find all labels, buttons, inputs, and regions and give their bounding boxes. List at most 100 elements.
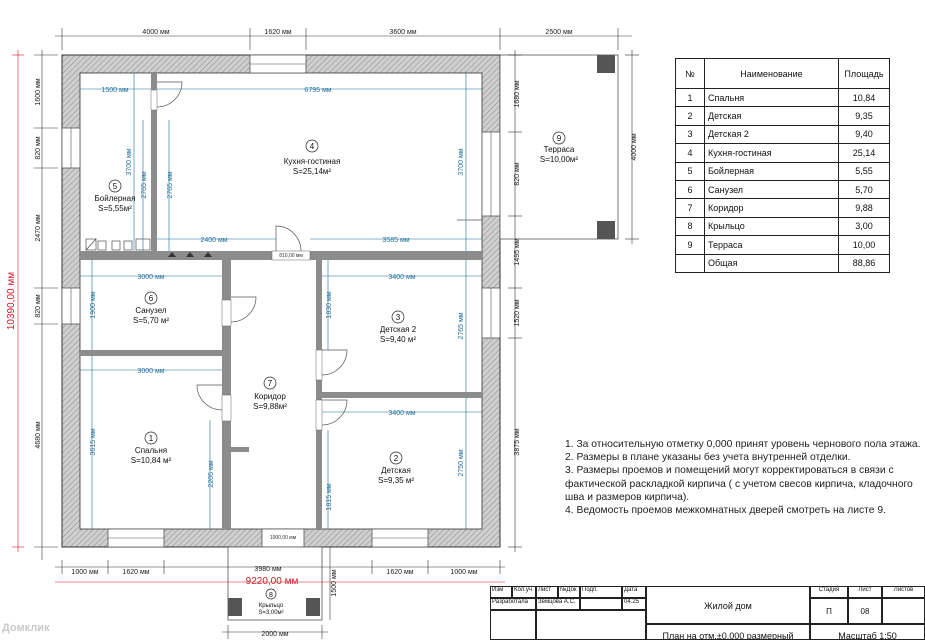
- dim-bottom-4: 1620 мм: [386, 569, 413, 576]
- dim-right-1: 1680 мм: [514, 80, 521, 107]
- room-children2: 3 Детская 2 S=9,40 м²: [380, 310, 417, 344]
- stamp-developer-label: Разработала: [490, 598, 536, 610]
- table-header-row: № Наименование Площадь: [675, 58, 890, 89]
- stamp-title: Жилой дом: [646, 586, 810, 624]
- dim-bottom-5: 1000 мм: [450, 569, 477, 576]
- room-kitchen-name: Кухня-гостиная: [284, 157, 341, 166]
- room-children2-area: S=9,40 м²: [380, 335, 416, 344]
- dim-bottom-2: 1620 мм: [122, 569, 149, 576]
- table-header-area: Площадь: [838, 58, 890, 89]
- dim-top-1: 4000 мм: [142, 29, 169, 36]
- dim-bottom-1: 1000 мм: [71, 569, 98, 576]
- watermark: Домклик: [2, 622, 50, 634]
- stamp-subtitle: План на отм.±0,000 размерный: [646, 624, 810, 640]
- inner-dimension-lines: [80, 73, 482, 529]
- room-corridor-area: S=9,88м²: [253, 402, 287, 411]
- dim-1815: 1815 мм: [326, 483, 333, 510]
- terrace: [499, 54, 619, 240]
- dim-2400: 2400 мм: [200, 237, 227, 244]
- room-kitchen-area: S=25,14м²: [293, 167, 332, 176]
- svg-text:7: 7: [268, 379, 273, 388]
- dim-left-4: 820 мм: [35, 294, 42, 317]
- note-1: 1. За относительную отметку 0,000 принят…: [565, 439, 921, 450]
- room-boiler-area: S=5,55м²: [98, 204, 132, 213]
- stamp-date: 04.25: [622, 598, 646, 610]
- note-3: 3. Размеры проемов и помещений могут кор…: [565, 465, 913, 503]
- dim-right-4: 1520 мм: [514, 299, 521, 326]
- room-bathroom-name: Санузел: [135, 306, 166, 315]
- note-4: 4. Ведомость проемов межкомнатных дверей…: [565, 505, 886, 517]
- porch-side-label: 1500 мм: [331, 569, 338, 596]
- dim-3400a: 3400 мм: [388, 274, 415, 281]
- room-porch-name: Крыльцо: [259, 603, 284, 609]
- room-bathroom: 6 Санузел S=5,70 м²: [133, 291, 169, 325]
- room-porch-area: S=3,00м²: [258, 610, 283, 616]
- dim-2765a: 2765 мм: [141, 171, 148, 198]
- svg-text:8: 8: [269, 592, 273, 599]
- dim-2765b: 2765 мм: [167, 171, 174, 198]
- dim-left-3: 2470 мм: [35, 214, 42, 241]
- dim-top-3: 3600 мм: [389, 29, 416, 36]
- room-terrace-area: S=10,00м²: [540, 155, 579, 164]
- terrace-height-label: 4000 мм: [631, 133, 638, 160]
- room-terrace: 9 Терраса S=10,00м²: [540, 131, 579, 164]
- room-children-area: S=9,35 м²: [378, 476, 414, 485]
- svg-text:1: 1: [149, 434, 154, 443]
- dim-2750: 2750 мм: [458, 449, 465, 476]
- room-corridor: 7 Коридор S=9,88м²: [253, 376, 287, 411]
- dim-1900: 1900 мм: [90, 291, 97, 318]
- dim-left-5: 4680 мм: [35, 421, 42, 448]
- svg-text:2: 2: [394, 454, 399, 463]
- stamp-stage: П: [810, 598, 848, 624]
- dim-3000b: 3000 мм: [137, 368, 164, 375]
- room-boiler: 5 Бойлерная S=5,55м²: [95, 179, 136, 213]
- porch-width-label: 2000 мм: [261, 631, 288, 638]
- outer-walls: [61, 54, 501, 548]
- dim-top-2: 1620 мм: [264, 29, 291, 36]
- room-bathroom-area: S=5,70 м²: [133, 316, 169, 325]
- room-porch: 8 Крыльцо S=3,00м²: [258, 588, 284, 616]
- dim-3700a: 3700 мм: [126, 148, 133, 175]
- room-children2-name: Детская 2: [380, 325, 417, 334]
- room-terrace-name: Терраса: [544, 145, 575, 154]
- dim-3400b: 3400 мм: [388, 410, 415, 417]
- dim-right-5: 3875 мм: [514, 428, 521, 455]
- dim-right-3: 1495 мм: [514, 238, 521, 265]
- outer-dimension-lines: [12, 28, 639, 639]
- room-boiler-name: Бойлерная: [95, 194, 136, 203]
- room-bedroom-area: S=10,84 м²: [131, 456, 172, 465]
- dim-3585: 3585 мм: [382, 237, 409, 244]
- table-header-no: №: [675, 58, 705, 89]
- plan-notes: 1. За относительную отметку 0,000 принят…: [565, 438, 925, 517]
- dim-6795: 6795 мм: [304, 87, 331, 94]
- dimension-labels: 4000 мм 1620 мм 3600 мм 2500 мм 1000 мм …: [6, 29, 638, 638]
- dim-top-4: 2500 мм: [545, 29, 572, 36]
- dim-right-2: 820 мм: [514, 162, 521, 185]
- stamp-sheet: 08: [848, 598, 882, 624]
- dim-3615: 3615 мм: [90, 428, 97, 455]
- svg-text:5: 5: [113, 182, 118, 191]
- dim-bottom-3: 3980 мм: [254, 566, 281, 573]
- total-height-label: 10390,00 мм: [6, 272, 17, 330]
- room-labels: 4 Кухня-гостиная S=25,14м² 5 Бойлерная S…: [95, 131, 579, 616]
- porch: [227, 546, 323, 621]
- svg-text:3: 3: [396, 313, 401, 322]
- room-children-name: Детская: [381, 466, 411, 475]
- dim-left-2: 820 мм: [35, 136, 42, 159]
- dim-1500: 1500 мм: [101, 87, 128, 94]
- dim-2205: 2205 мм: [208, 460, 215, 487]
- room-bedroom: 1 Спальня S=10,84 м²: [131, 431, 172, 465]
- dim-left-1: 1600 мм: [35, 78, 42, 105]
